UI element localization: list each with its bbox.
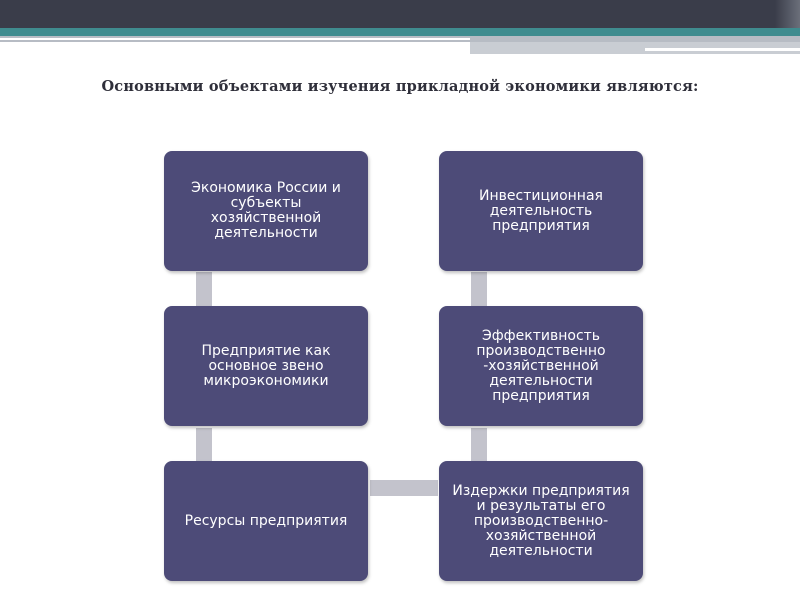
header-light-band xyxy=(470,42,800,54)
box-label: Эффективность производственно -хозяйстве… xyxy=(476,327,606,404)
box-label: Инвестиционная деятельность предприятия xyxy=(479,187,603,234)
header-stripe xyxy=(0,38,470,40)
connector-bottom-horizontal xyxy=(370,480,438,496)
box-label: Ресурсы предприятия xyxy=(184,512,348,529)
header-white-line xyxy=(645,48,800,51)
box-label: Экономика России и субъекты хозяйственно… xyxy=(191,180,341,241)
connector-right-1-2 xyxy=(471,272,487,306)
slide-title: Основными объектами изучения прикладной … xyxy=(101,78,699,95)
connector-left-1-2 xyxy=(196,272,212,306)
box-enterprise: Предприятие как основное звено микроэкон… xyxy=(164,306,368,426)
box-label: Издержки предприятия и результаты его пр… xyxy=(452,482,630,559)
connector-left-2-3 xyxy=(196,428,212,461)
connector-right-2-3 xyxy=(471,428,487,461)
header-corner xyxy=(775,0,800,28)
box-costs-results: Издержки предприятия и результаты его пр… xyxy=(439,461,643,581)
header-teal-band xyxy=(0,28,800,36)
box-resources: Ресурсы предприятия xyxy=(164,461,368,581)
box-investment: Инвестиционная деятельность предприятия xyxy=(439,151,643,271)
box-label: Предприятие как основное звено микроэкон… xyxy=(201,342,331,389)
header-dark-band xyxy=(0,0,800,28)
box-efficiency: Эффективность производственно -хозяйстве… xyxy=(439,306,643,426)
box-economy-russia: Экономика России и субъекты хозяйственно… xyxy=(164,151,368,271)
